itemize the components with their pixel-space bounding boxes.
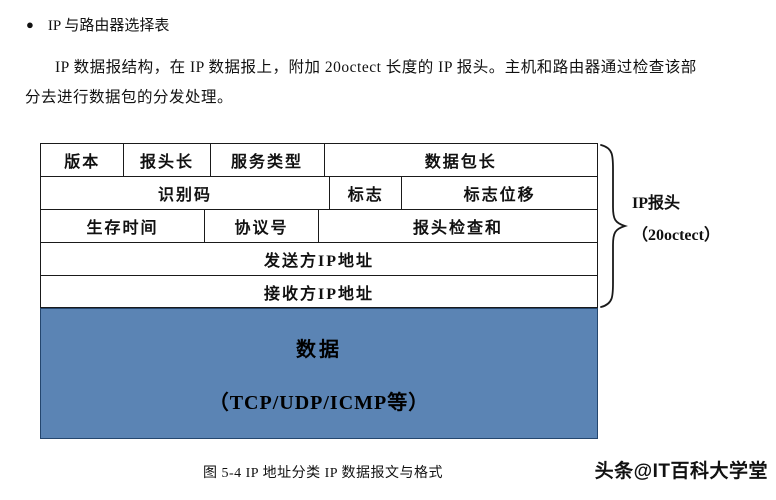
paragraph-line-2: 分去进行数据包的分发处理。 xyxy=(25,89,234,106)
data-payload-subtitle: （TCP/UDP/ICMP等） xyxy=(208,391,430,414)
section-heading: ● IP 与路由器选择表 xyxy=(26,14,169,35)
data-payload-title: 数据 xyxy=(296,338,342,361)
bullet-icon: ● xyxy=(26,17,34,32)
data-payload-block: 数据 （TCP/UDP/ICMP等） xyxy=(40,308,598,439)
field-ttl: 生存时间 xyxy=(41,210,206,242)
field-flag-offset: 标志位移 xyxy=(463,187,536,204)
field-header-length: 报头长 xyxy=(124,144,211,176)
field-source-ip: 发送方IP地址 xyxy=(263,253,374,270)
table-row: 接收方IP地址 xyxy=(40,275,598,308)
field-flags: 标志 xyxy=(330,177,403,209)
field-protocol: 协议号 xyxy=(205,210,319,242)
brace-label-line-2: （20octect） xyxy=(632,227,720,244)
table-row: 发送方IP地址 xyxy=(40,242,598,275)
watermark-text: 头条@IT百科大学堂 xyxy=(594,461,768,482)
section-heading-text: IP 与路由器选择表 xyxy=(47,18,170,34)
table-row: 识别码 标志 标志位移 xyxy=(40,176,598,209)
table-row: 生存时间 协议号 报头检查和 xyxy=(40,209,598,242)
field-dest-ip: 接收方IP地址 xyxy=(263,285,374,303)
curly-brace-icon xyxy=(600,144,628,308)
brace-label: IP报头 （20octect） xyxy=(632,188,720,252)
paragraph-line-1: IP 数据报结构，在 IP 数据报上，附加 20octect 长度的 IP 报头… xyxy=(55,59,697,76)
brace-label-line-1: IP报头 xyxy=(632,195,681,212)
field-header-checksum: 报头检查和 xyxy=(412,220,503,237)
ip-header-table: 版本 报头长 服务类型 数据包长 识别码 标志 标志位移 生存时间 协议号 报头… xyxy=(40,143,598,308)
figure-caption: 图 5-4 IP 地址分类 IP 数据报文与格式 xyxy=(202,466,444,481)
field-packet-length: 数据包长 xyxy=(424,154,497,171)
field-identification: 识别码 xyxy=(41,177,331,209)
table-row: 版本 报头长 服务类型 数据包长 xyxy=(40,143,598,176)
field-service-type: 服务类型 xyxy=(211,144,325,176)
field-version: 版本 xyxy=(41,144,125,176)
